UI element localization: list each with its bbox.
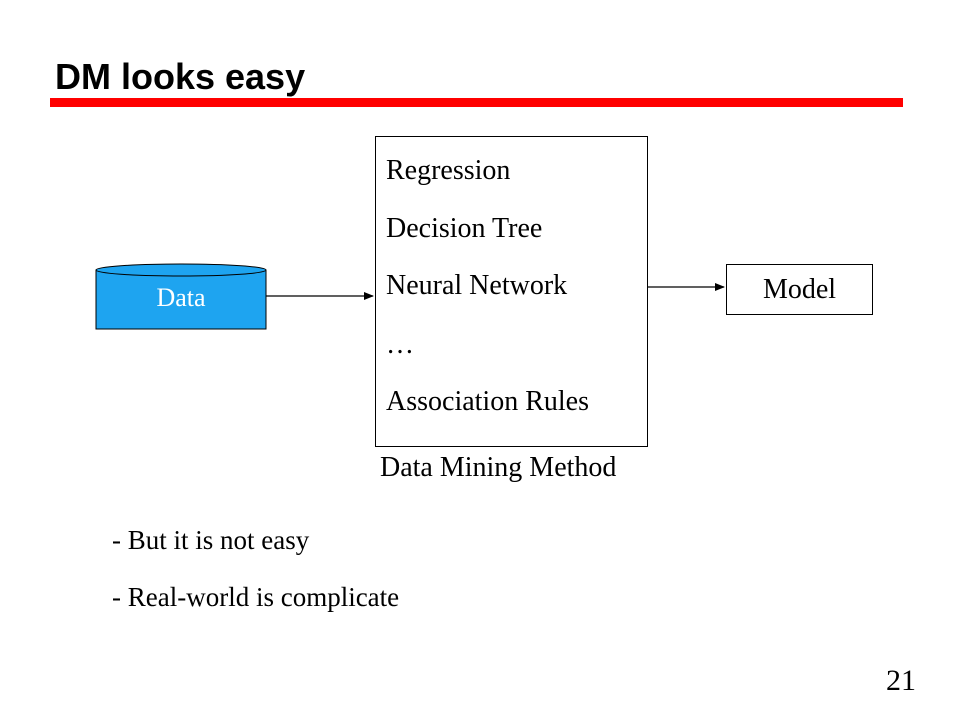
page-number: 21 <box>886 664 916 697</box>
method-item-association-rules: Association Rules <box>386 386 589 417</box>
note-line-1: - But it is not easy <box>112 525 310 555</box>
title-underline <box>50 98 903 107</box>
method-item-ellipsis: … <box>386 329 414 360</box>
note-line-2: - Real-world is complicate <box>112 582 400 612</box>
data-cylinder <box>95 263 267 330</box>
method-item-decision-tree: Decision Tree <box>386 213 543 244</box>
data-cylinder-top <box>95 263 267 277</box>
slide-title: DM looks easy <box>55 56 306 97</box>
model-node-label: Model <box>762 274 837 305</box>
data-cylinder-body <box>95 269 267 330</box>
method-item-neural-network: Neural Network <box>386 270 568 301</box>
data-node-label: Data <box>156 283 206 312</box>
model-node: Model <box>726 264 873 315</box>
method-item-regression: Regression <box>386 155 511 186</box>
data-mining-method-box: Regression Decision Tree Neural Network … <box>375 136 648 447</box>
method-box-caption: Data Mining Method <box>380 452 617 483</box>
